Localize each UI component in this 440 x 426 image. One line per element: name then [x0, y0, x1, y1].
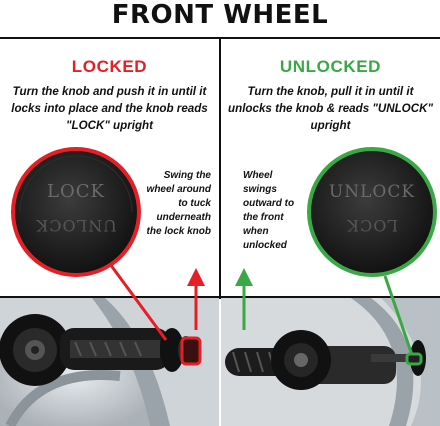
divider-vertical	[219, 37, 221, 299]
locked-heading: LOCKED	[71, 57, 148, 76]
locked-description: Turn the knob and push it in until it lo…	[11, 85, 208, 132]
locked-note: Swing the wheel around to tuck underneat…	[146, 170, 211, 237]
unlocked-panel: UNLOCKED Turn the knob, pull it in until…	[221, 39, 440, 296]
unlocked-heading: UNLOCKED	[279, 57, 382, 76]
unlocked-wheel-photo	[221, 298, 440, 426]
divider-bottom	[0, 296, 440, 298]
unlocked-note: Wheel swings outward to the front when u…	[243, 170, 295, 251]
page-title: FRONT WHEEL	[111, 0, 329, 30]
unlocked-description: Turn the knob, pull it in until it unloc…	[228, 85, 433, 132]
locked-wheel-photo	[0, 298, 219, 426]
locked-panel: LOCKED Turn the knob and push it in unti…	[0, 39, 219, 296]
